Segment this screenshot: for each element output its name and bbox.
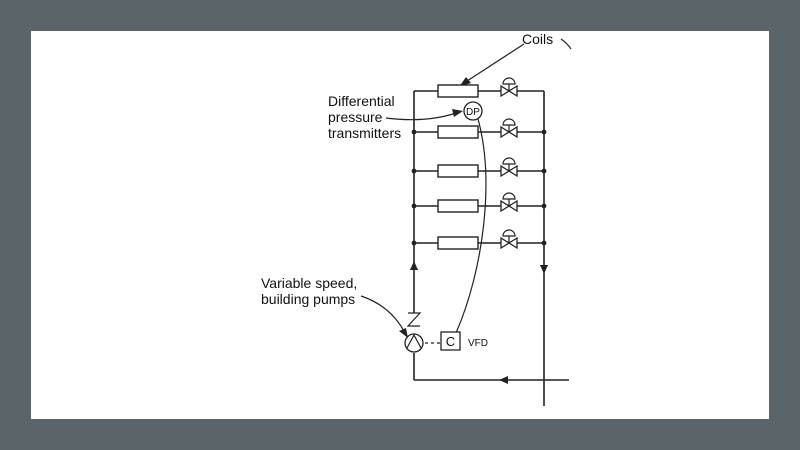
coil-icon bbox=[437, 199, 479, 213]
coil-icon bbox=[437, 164, 479, 178]
pumps-label-line-2: building pumps bbox=[261, 291, 355, 307]
dp-label-line-2: pressure bbox=[328, 109, 383, 125]
flow-arrow-icon bbox=[410, 261, 418, 270]
check-valve-icon bbox=[406, 312, 422, 327]
pumps-leader bbox=[360, 295, 406, 334]
pumps-label-line-1: Variable speed, bbox=[261, 275, 357, 291]
coils-arrow-line bbox=[463, 43, 525, 84]
pumps-arrowhead bbox=[399, 328, 408, 338]
flow-arrow-icon bbox=[540, 265, 548, 274]
dp-leader bbox=[385, 112, 457, 121]
dp-transmitter-icon bbox=[463, 101, 483, 121]
coil-icon bbox=[437, 125, 479, 139]
coil-icon bbox=[437, 84, 479, 98]
coil-icon bbox=[437, 236, 479, 250]
coil-branches bbox=[411, 84, 547, 250]
pump-icon bbox=[404, 333, 424, 353]
two-way-valve-icon bbox=[500, 77, 518, 98]
flow-arrow-icon bbox=[499, 376, 508, 384]
two-way-valve-icon bbox=[500, 192, 518, 213]
slide: Coils bbox=[31, 31, 769, 419]
two-way-valve-icon bbox=[500, 229, 518, 250]
dp-label-line-3: transmitters bbox=[328, 125, 401, 141]
dp-label-line-1: Differential bbox=[328, 93, 395, 109]
controller-symbol: C bbox=[446, 334, 455, 349]
coils-label: Coils bbox=[522, 31, 553, 47]
two-way-valve-icon bbox=[500, 118, 518, 139]
two-way-valve-icon bbox=[500, 157, 518, 178]
chilled-water-diagram: Coils bbox=[261, 31, 572, 406]
coils-leader bbox=[560, 38, 572, 50]
dp-arrowhead bbox=[452, 109, 463, 117]
control-valves bbox=[500, 77, 518, 250]
vfd-label: VFD bbox=[468, 338, 488, 349]
dp-signal-line bbox=[455, 118, 487, 334]
vfd-controller-box bbox=[440, 331, 461, 351]
dp-symbol: DP bbox=[466, 107, 480, 118]
